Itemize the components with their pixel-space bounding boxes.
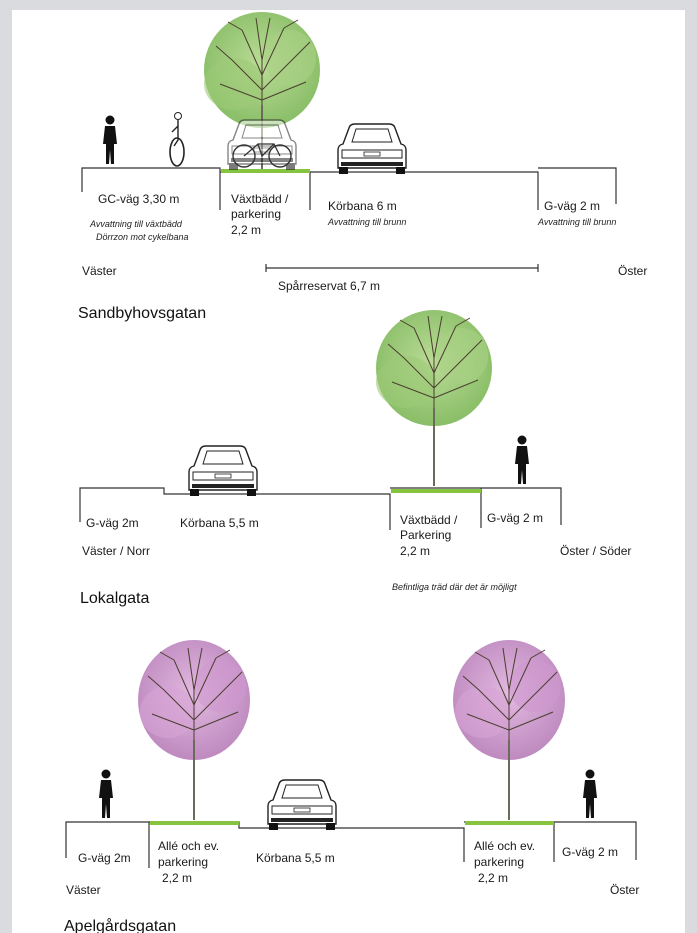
segment-label-line: Allé och ev.	[158, 839, 219, 853]
pedestrian-icon	[103, 115, 117, 164]
street-sections-diagram: GC-väg 3,30 m Avvattning till växtbädd D…	[64, 12, 647, 933]
direction-west: Väster / Norr	[82, 544, 150, 558]
pedestrian-icon	[99, 769, 113, 818]
segment-label-line: 2,2 m	[162, 871, 192, 885]
ground-profile	[65, 821, 637, 868]
direction-east: Öster / Söder	[560, 544, 631, 558]
segment-label-line: Parkering	[400, 528, 451, 542]
pedestrian-icon	[515, 435, 529, 484]
segment-label-line: 2,2 m	[400, 544, 430, 558]
segment-note: Avvattning till växtbädd	[89, 219, 183, 229]
direction-west: Väster	[66, 883, 101, 897]
dimension-label: Spårreservat 6,7 m	[278, 279, 380, 293]
section-apelgardsgatan: G-väg 2m Allé och ev. parkering 2,2 m Kö…	[64, 640, 639, 933]
segment-label: G-väg 2 m	[487, 511, 543, 525]
segment-label: G-väg 2m	[86, 516, 139, 530]
car-icon	[337, 123, 407, 175]
direction-east: Öster	[618, 264, 647, 278]
segment-label-line: 2,2 m	[478, 871, 508, 885]
segment-label-line: Växtbädd /	[231, 192, 289, 206]
bicycle-icon	[232, 143, 292, 168]
car-icon	[188, 445, 258, 497]
segment-label-line: 2,2 m	[231, 223, 261, 237]
segment-label-line: parkering	[158, 855, 208, 869]
segment-label: GC-väg 3,30 m	[98, 192, 179, 206]
dimension-line	[265, 264, 539, 272]
cyclist-icon	[169, 112, 185, 167]
direction-east: Öster	[610, 883, 639, 897]
segment-label-line: Allé och ev.	[474, 839, 535, 853]
segment-note: Avvattning till brunn	[327, 217, 406, 227]
segment-label: G-väg 2 m	[562, 845, 618, 859]
pedestrian-icon	[583, 769, 597, 818]
section-lokalgata: G-väg 2m Körbana 5,5 m Växtbädd / Parker…	[79, 310, 631, 607]
ground-profile	[79, 487, 562, 530]
car-icon	[227, 119, 297, 171]
segment-label-line: parkering	[474, 855, 524, 869]
segment-note: Avvattning till brunn	[537, 217, 616, 227]
segment-label: G-väg 2 m	[544, 199, 600, 213]
segment-note: Dörrzon mot cykelbana	[96, 232, 189, 242]
section-title: Lokalgata	[80, 590, 149, 607]
direction-west: Väster	[82, 264, 117, 278]
segment-label-line: Växtbädd /	[400, 513, 458, 527]
segment-label: Körbana 5,5 m	[256, 851, 335, 865]
segment-label: Körbana 6 m	[328, 199, 397, 213]
section-sandbyhovsgatan: GC-väg 3,30 m Avvattning till växtbädd D…	[78, 12, 647, 322]
car-icon	[267, 779, 337, 831]
segment-label: G-väg 2m	[78, 851, 131, 865]
section-title: Apelgårdsgatan	[64, 917, 176, 933]
section-title: Sandbyhovsgatan	[78, 305, 206, 322]
segment-label: Körbana 5,5 m	[180, 516, 259, 530]
section-note: Befintliga träd där det är möjligt	[392, 582, 517, 592]
section-sheet: GC-väg 3,30 m Avvattning till växtbädd D…	[12, 10, 685, 933]
segment-label-line: parkering	[231, 207, 281, 221]
